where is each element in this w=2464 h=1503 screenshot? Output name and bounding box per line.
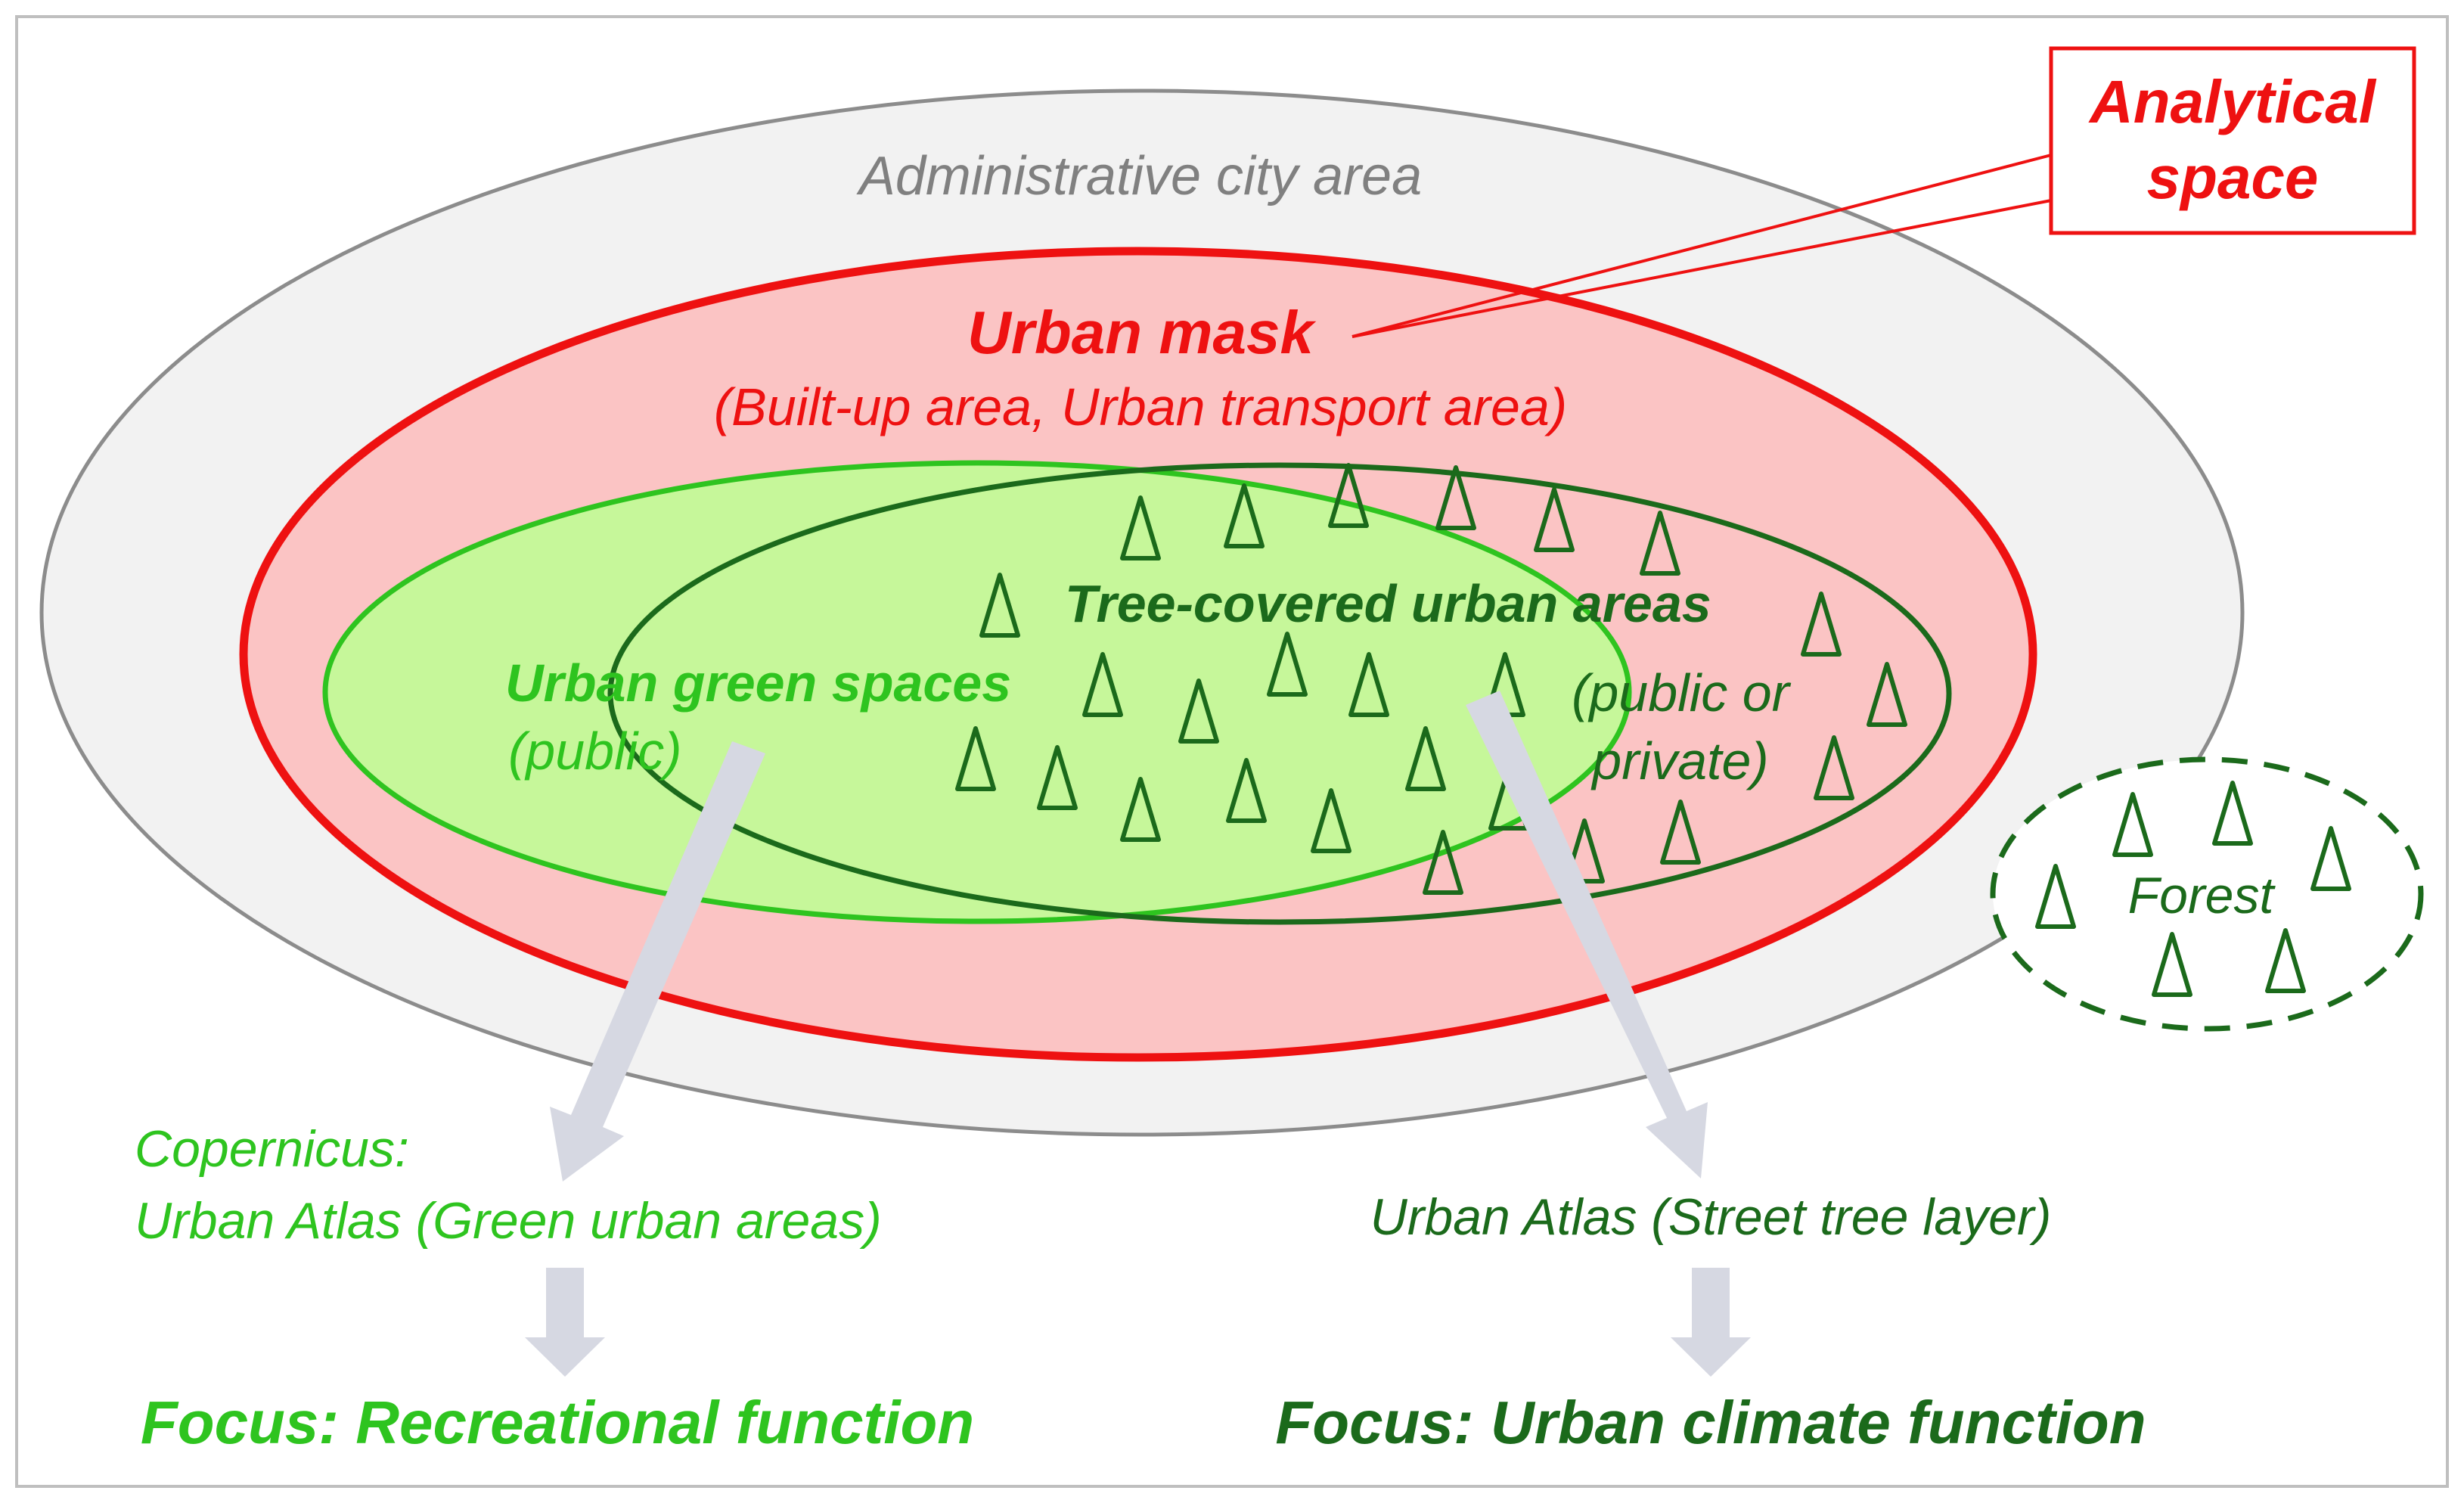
analytical-space-label: Analytical (2088, 68, 2377, 135)
urban-green-public-label: (public) (508, 722, 682, 781)
tree-icon (1120, 495, 1161, 561)
tree-icon (1328, 463, 1369, 528)
focus-recreational-label: Focus: Recreational function (141, 1389, 974, 1456)
tree-icon (1178, 679, 1219, 744)
tree-covered-label: Tree-covered urban areas (1065, 574, 1711, 633)
tree-icon (1037, 745, 1078, 810)
tree-icon (2152, 932, 2192, 997)
tree-icon (979, 573, 1020, 638)
tree-icon (1801, 592, 1842, 657)
tree-icon (1660, 800, 1701, 865)
urban-green-spaces-label: Urban green spaces (505, 654, 1011, 713)
tree-icon (2212, 781, 2253, 846)
tree-covered-public-label: (public or (1572, 663, 1792, 722)
tree-icon (2265, 928, 2306, 993)
tree-icon (1867, 662, 1907, 727)
tree-icon (2035, 864, 2076, 929)
tree-icon (1120, 777, 1161, 842)
tree-icon (1814, 735, 1854, 800)
arrow-down-recreational (525, 1268, 605, 1377)
tree-icon (1311, 788, 1351, 853)
tree-icon (1534, 487, 1575, 552)
copernicus-label: Copernicus: (135, 1120, 409, 1178)
urban-green-spaces-ellipse (322, 460, 1632, 924)
tree-covered-areas-ellipse (607, 462, 1952, 925)
analytical-connector-line (1351, 199, 2052, 338)
forest-ellipse (1990, 756, 2424, 1032)
green-urban-areas-source-label: Urban Atlas (Green urban areas) (135, 1192, 882, 1250)
tree-icon (1640, 511, 1680, 576)
tree-icon (1423, 830, 1463, 895)
arrow-down-climate (1671, 1268, 1751, 1377)
urban-mask-subtitle: (Built-up area, Urban transport area) (714, 377, 1567, 436)
tree-icon (2310, 826, 2351, 891)
arrow-tree-covered (1466, 691, 1708, 1178)
tree-icon (955, 726, 996, 791)
tree-icon (1435, 465, 1476, 530)
tree-icon (1226, 758, 1267, 823)
tree-icon (1224, 483, 1265, 548)
street-tree-layer-label: Urban Atlas (Street tree layer) (1370, 1188, 2052, 1246)
analytical-space-box (2049, 46, 2416, 235)
administrative-area-label: Administrative city area (856, 146, 1422, 207)
focus-climate-label: Focus: Urban climate function (1275, 1389, 2146, 1456)
tree-covered-private-label: private) (1590, 731, 1768, 790)
tree-icon (1348, 652, 1389, 717)
analytical-connector-line (1351, 154, 2052, 338)
tree-icon (1405, 726, 1446, 791)
tree-icon (2112, 792, 2153, 857)
urban-mask-title: Urban mask (967, 299, 1316, 366)
tree-icon (1564, 818, 1605, 883)
arrow-green-spaces (550, 741, 765, 1182)
tree-icon (1267, 632, 1308, 697)
tree-icon (1082, 652, 1123, 717)
forest-label: Forest (2128, 867, 2276, 924)
analytical-space-label: space (2147, 144, 2319, 211)
